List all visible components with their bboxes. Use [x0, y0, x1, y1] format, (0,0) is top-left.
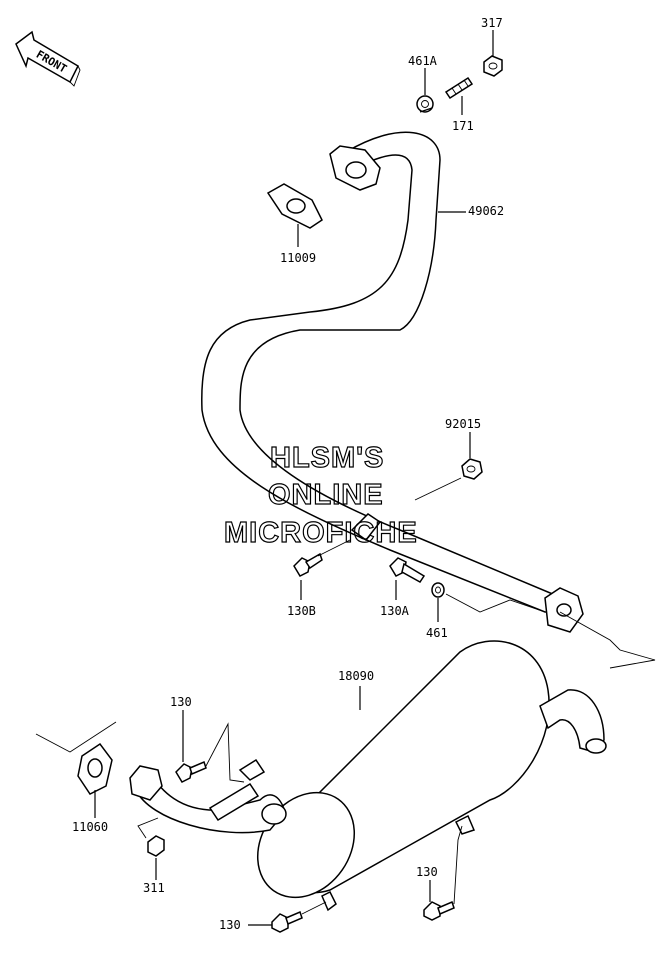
bolt-130-right	[423, 825, 463, 921]
muffler-inlet-pipe	[129, 765, 287, 834]
bolt-130b	[293, 539, 351, 600]
gasket-11060	[35, 721, 117, 818]
part-label-18090: 18090	[338, 669, 374, 683]
watermark-line-1: HLSM'S	[270, 442, 384, 474]
watermark: HLSM'S ONLINE MICROFICHE	[223, 441, 418, 549]
bolt-130-bottom	[248, 901, 327, 933]
part-label-311: 311	[143, 881, 165, 895]
watermark-line-2: ONLINE	[268, 479, 384, 511]
washer-461	[431, 582, 546, 622]
part-label-461a: 461A	[408, 54, 438, 68]
gasket-11009	[266, 183, 323, 247]
part-label-11060: 11060	[72, 820, 108, 834]
nut-92015	[414, 432, 483, 501]
stud-171	[444, 76, 474, 115]
part-label-130-right: 130	[416, 865, 438, 879]
bolt-130-top	[175, 710, 245, 783]
part-label-317: 317	[481, 16, 503, 30]
nut-311	[137, 817, 165, 880]
exhaust-pipe-49062	[201, 131, 584, 633]
part-label-11009: 11009	[280, 251, 316, 265]
watermark-line-3: MICROFICHE	[224, 517, 418, 549]
part-label-171: 171	[452, 119, 474, 133]
washer-461a	[416, 68, 434, 113]
pipe-outlet-leaders	[559, 611, 656, 669]
nut-317	[483, 30, 503, 77]
bolt-130a	[389, 557, 426, 600]
part-label-49062: 49062	[468, 204, 504, 218]
part-label-130-bottom: 130	[219, 918, 241, 932]
part-label-461: 461	[426, 626, 448, 640]
front-arrow-badge: FRONT	[15, 30, 81, 87]
part-label-130a: 130A	[380, 604, 410, 618]
muffler-18090	[238, 640, 607, 912]
part-label-130-top: 130	[170, 695, 192, 709]
part-label-92015: 92015	[445, 417, 481, 431]
part-label-130b: 130B	[287, 604, 316, 618]
